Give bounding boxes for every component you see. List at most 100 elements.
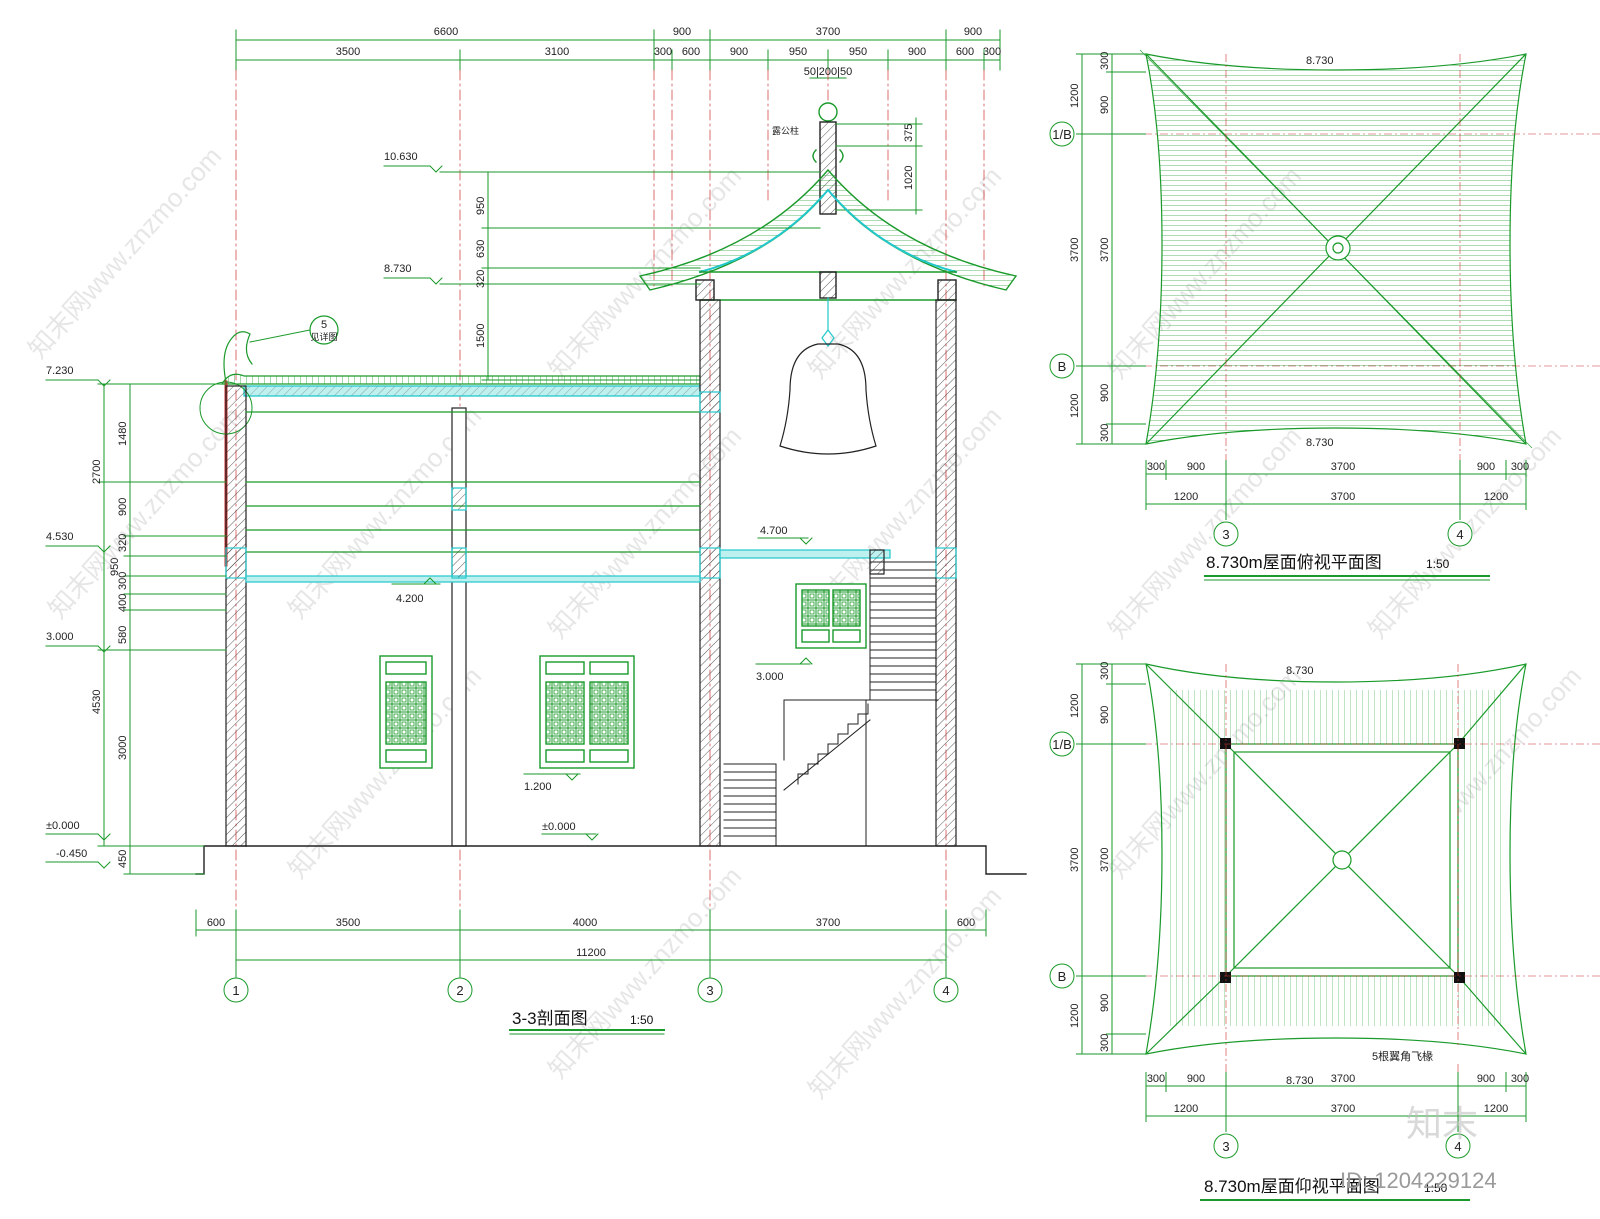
dim-label: 300 bbox=[117, 572, 129, 590]
watermark-text: 知末网www.znzmo.com bbox=[1102, 421, 1307, 644]
dim-label: 375 bbox=[903, 124, 915, 142]
roof-plan-top-side-dims bbox=[1076, 53, 1146, 445]
stairs bbox=[723, 557, 939, 847]
dim-label: 950 bbox=[475, 197, 487, 215]
dim-label: 630 bbox=[475, 240, 487, 258]
level-label: 1.200 bbox=[524, 781, 552, 793]
dim-label: 3700 bbox=[1069, 848, 1081, 872]
dim-label: 300 bbox=[1099, 1034, 1111, 1052]
dim-label: 3700 bbox=[1331, 1103, 1355, 1115]
dim-label: 400 bbox=[117, 594, 129, 612]
tower-level-marks bbox=[383, 165, 821, 381]
grid-axis-label: 2 bbox=[456, 983, 463, 998]
roof-plan-bottom-axis-bubbles bbox=[1049, 731, 1471, 1159]
dim-label: 950 bbox=[849, 46, 867, 58]
level-label: -0.450 bbox=[56, 848, 87, 860]
finial-dimensions bbox=[835, 117, 923, 215]
grid-axis-label: B bbox=[1058, 969, 1067, 984]
watermark-id: ID: 1204229124 bbox=[1340, 1168, 1497, 1193]
dim-label: 3700 bbox=[816, 917, 840, 929]
roof-plan-top-bottom-dims bbox=[1145, 460, 1527, 520]
dim-label: 300 bbox=[983, 46, 1001, 58]
dim-label: 950 bbox=[109, 558, 121, 576]
roof-plan-top-axis-bubbles bbox=[1049, 121, 1473, 547]
dim-label: 900 bbox=[730, 46, 748, 58]
grid-axis-label: 4 bbox=[942, 983, 949, 998]
level-label: 3.000 bbox=[756, 671, 784, 683]
dim-label: 1500 bbox=[475, 324, 487, 348]
dim-label: 600 bbox=[956, 46, 974, 58]
grid-axis-label: 4 bbox=[1454, 1139, 1461, 1154]
tower-roof bbox=[638, 168, 1018, 301]
grid-axis-label: 3 bbox=[1222, 1139, 1229, 1154]
note-bg bbox=[1368, 1046, 1464, 1064]
level-label: 4.530 bbox=[46, 531, 74, 543]
roof-plan-top: 8.730 8.730 300 900 1200 3700 3700 900 1… bbox=[1049, 49, 1600, 581]
top-dimension-lines bbox=[235, 29, 1001, 79]
dim-label: 2700 bbox=[91, 460, 103, 484]
watermark-text: 知末网www.znzmo.com bbox=[542, 861, 747, 1084]
callout-number: 5 bbox=[321, 319, 327, 331]
dim-label: 300 bbox=[654, 46, 672, 58]
dim-label: 4000 bbox=[573, 917, 597, 929]
grid-axis-label: 4 bbox=[1456, 527, 1463, 542]
bottom-dimension-lines bbox=[195, 909, 987, 967]
dim-label: 900 bbox=[1099, 96, 1111, 114]
level-label: ±0.000 bbox=[542, 821, 576, 833]
dim-label: 320 bbox=[117, 534, 129, 552]
windows bbox=[379, 583, 867, 769]
dim-label: 1200 bbox=[1174, 491, 1198, 503]
watermark-text: 知末网www.znzmo.com bbox=[42, 401, 247, 624]
dim-label: 300 bbox=[1099, 662, 1111, 680]
dim-label: 900 bbox=[964, 26, 982, 38]
dim-label: 900 bbox=[1099, 994, 1111, 1012]
dim-label: 4530 bbox=[91, 690, 103, 714]
dim-label: 300 bbox=[1147, 1073, 1165, 1085]
roof-plan-bottom-outline bbox=[1145, 663, 1527, 1055]
dim-label: 450 bbox=[117, 850, 129, 868]
level-label: 10.630 bbox=[384, 151, 418, 163]
dim-label: 3700 bbox=[1331, 461, 1355, 473]
eave-level: 8.730 bbox=[1306, 437, 1334, 449]
roof-plan-top-axes bbox=[1080, 54, 1600, 520]
dim-label: 900 bbox=[1477, 1073, 1495, 1085]
dim-label: 300 bbox=[1099, 52, 1111, 70]
dim-label: 3700 bbox=[816, 26, 840, 38]
dim-label: 1480 bbox=[117, 422, 129, 446]
dim-label: 3500 bbox=[336, 46, 360, 58]
dim-label: 3500 bbox=[336, 917, 360, 929]
dim-label: 1200 bbox=[1069, 1004, 1081, 1028]
watermark-text: 知末网www.znzmo.com bbox=[22, 141, 227, 364]
level-label: 3.000 bbox=[46, 631, 74, 643]
section-3-3: 6600 900 3700 900 3500 3100 300 600 900 … bbox=[45, 26, 1027, 1035]
dim-label: 300 bbox=[1147, 461, 1165, 473]
eave-level: 8.730 bbox=[1286, 665, 1314, 677]
finial-label: 露公柱 bbox=[772, 125, 799, 136]
dim-label: 50|200|50 bbox=[804, 66, 853, 78]
dim-label: 320 bbox=[475, 270, 487, 288]
level-label: 4.200 bbox=[396, 593, 424, 605]
callout-text: 见详图 bbox=[310, 331, 337, 342]
dim-label: 1200 bbox=[1069, 694, 1081, 718]
level-label: 7.230 bbox=[46, 365, 74, 377]
level-label: 8.730 bbox=[384, 263, 412, 275]
grid-axis-label: B bbox=[1058, 359, 1067, 374]
dim-label: 1200 bbox=[1484, 491, 1508, 503]
inner-level-marks bbox=[391, 537, 813, 841]
dim-label: 1020 bbox=[903, 166, 915, 190]
plan-title: 8.730m屋面俯视平面图 bbox=[1206, 553, 1382, 572]
dim-label: 1200 bbox=[1484, 1103, 1508, 1115]
dim-label: 600 bbox=[682, 46, 700, 58]
dim-label: 1200 bbox=[1174, 1103, 1198, 1115]
dim-label: 3000 bbox=[117, 736, 129, 760]
dim-label: 3700 bbox=[1099, 848, 1111, 872]
dim-label: 3700 bbox=[1331, 1073, 1355, 1085]
plan-scale: 1:50 bbox=[1426, 557, 1450, 571]
roof-plan-bottom-side-dims bbox=[1076, 663, 1146, 1055]
grid-axis-label: 3 bbox=[706, 983, 713, 998]
dim-label: 900 bbox=[1187, 1073, 1205, 1085]
callout-leader bbox=[249, 329, 311, 343]
column-markers bbox=[1220, 738, 1465, 983]
plan-title: 8.730m屋面仰视平面图 bbox=[1204, 1177, 1380, 1196]
dim-label: 580 bbox=[117, 626, 129, 644]
